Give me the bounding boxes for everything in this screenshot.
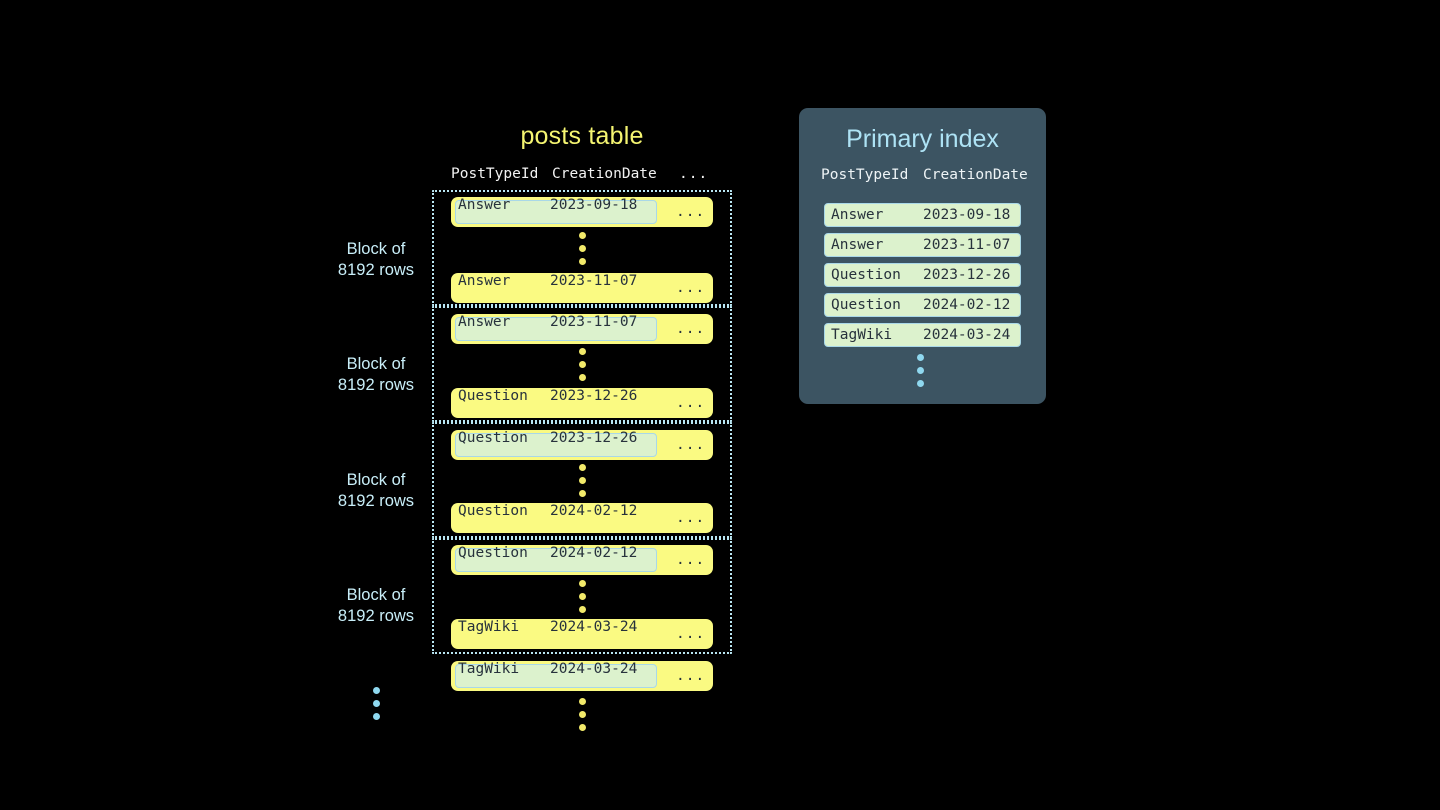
primary-index-title: Primary index <box>846 125 999 153</box>
row-ellipsis-dots <box>576 232 588 265</box>
cell-posttypeid: Question <box>458 545 528 561</box>
table-row: Question 2024-02-12 ... <box>451 545 713 575</box>
block-label-2: Block of 8192 rows <box>311 354 441 396</box>
index-row: Answer 2023-09-18 <box>824 203 1021 227</box>
index-cell-posttypeid: Answer <box>831 237 884 253</box>
cell-posttypeid: Answer <box>458 273 511 289</box>
index-cell-posttypeid: TagWiki <box>831 327 893 343</box>
cell-posttypeid: Question <box>458 503 528 519</box>
index-cell-creationdate: 2023-12-26 <box>923 267 1011 283</box>
index-cell-creationdate: 2023-11-07 <box>923 237 1011 253</box>
block-trailing-ellipsis-dots <box>370 687 382 720</box>
table-row: TagWiki 2024-03-24 ... <box>451 661 713 691</box>
cell-posttypeid: TagWiki <box>458 661 520 677</box>
cell-more: ... <box>676 280 706 296</box>
row-ellipsis-dots <box>576 464 588 497</box>
block-label-1-line1: Block of <box>346 240 406 258</box>
cell-more: ... <box>676 204 706 220</box>
block-label-3: Block of 8192 rows <box>311 470 441 512</box>
table-trailing-ellipsis-dots <box>576 698 588 731</box>
cell-creationdate: 2023-11-07 <box>550 314 638 330</box>
block-label-4: Block of 8192 rows <box>311 585 441 627</box>
cell-more: ... <box>676 552 706 568</box>
cell-creationdate: 2023-11-07 <box>550 273 638 289</box>
index-cell-creationdate: 2024-03-24 <box>923 327 1011 343</box>
table-row: Question 2023-12-26 ... <box>451 388 713 418</box>
cell-creationdate: 2024-03-24 <box>550 619 638 635</box>
cell-more: ... <box>676 437 706 453</box>
index-row: Question 2023-12-26 <box>824 263 1021 287</box>
block-rect-3 <box>432 422 732 538</box>
block-label-3-line1: Block of <box>346 471 406 489</box>
cell-creationdate: 2023-09-18 <box>550 197 638 213</box>
row-highlight-box <box>455 200 657 224</box>
block-rect-2 <box>432 306 732 422</box>
table-row: Question 2023-12-26 ... <box>451 430 713 460</box>
column-header-creationdate: CreationDate <box>552 166 657 182</box>
row-ellipsis-dots <box>576 348 588 381</box>
table-row: Answer 2023-09-18 ... <box>451 197 713 227</box>
block-label-1-line2: 8192 rows <box>337 261 415 279</box>
index-cell-posttypeid: Question <box>831 297 901 313</box>
cell-creationdate: 2023-12-26 <box>550 430 638 446</box>
table-row: TagWiki 2024-03-24 ... <box>451 619 713 649</box>
row-highlight-box <box>455 433 657 457</box>
table-row: Answer 2023-11-07 ... <box>451 314 713 344</box>
index-column-header-creationdate: CreationDate <box>923 167 1028 183</box>
row-highlight-box <box>455 548 657 572</box>
cell-more: ... <box>676 668 706 684</box>
column-header-more: ... <box>679 166 709 182</box>
posts-table-title: posts table <box>520 122 644 150</box>
block-label-4-line1: Block of <box>346 586 406 604</box>
cell-creationdate: 2023-12-26 <box>550 388 638 404</box>
row-highlight-box <box>455 317 657 341</box>
block-rect-1 <box>432 190 732 306</box>
cell-more: ... <box>676 626 706 642</box>
cell-posttypeid: Answer <box>458 314 511 330</box>
block-label-2-line1: Block of <box>346 355 406 373</box>
index-row: TagWiki 2024-03-24 <box>824 323 1021 347</box>
row-ellipsis-dots <box>576 580 588 613</box>
posts-table-column-headers: PostTypeId CreationDate ... <box>432 166 732 186</box>
table-row: Question 2024-02-12 ... <box>451 503 713 533</box>
index-row: Question 2024-02-12 <box>824 293 1021 317</box>
row-highlight-box <box>455 664 657 688</box>
cell-creationdate: 2024-03-24 <box>550 661 638 677</box>
cell-creationdate: 2024-02-12 <box>550 545 638 561</box>
cell-more: ... <box>676 395 706 411</box>
cell-more: ... <box>676 321 706 337</box>
primary-index-column-headers: PostTypeId CreationDate <box>799 167 1046 187</box>
primary-index-panel: Primary index PostTypeId CreationDate An… <box>799 108 1046 404</box>
index-cell-posttypeid: Answer <box>831 207 884 223</box>
cell-posttypeid: Answer <box>458 197 511 213</box>
cell-posttypeid: Question <box>458 430 528 446</box>
index-cell-posttypeid: Question <box>831 267 901 283</box>
block-rect-4 <box>432 538 732 654</box>
cell-more: ... <box>676 510 706 526</box>
block-label-4-line2: 8192 rows <box>337 607 415 625</box>
index-row: Answer 2023-11-07 <box>824 233 1021 257</box>
block-label-1: Block of 8192 rows <box>311 239 441 281</box>
table-row: Answer 2023-11-07 ... <box>451 273 713 303</box>
block-label-2-line2: 8192 rows <box>337 376 415 394</box>
cell-creationdate: 2024-02-12 <box>550 503 638 519</box>
cell-posttypeid: TagWiki <box>458 619 520 635</box>
index-cell-creationdate: 2024-02-12 <box>923 297 1011 313</box>
column-header-posttypeid: PostTypeId <box>451 166 539 182</box>
index-column-header-posttypeid: PostTypeId <box>821 167 909 183</box>
index-cell-creationdate: 2023-09-18 <box>923 207 1011 223</box>
block-label-3-line2: 8192 rows <box>337 492 415 510</box>
index-ellipsis-dots <box>914 354 926 387</box>
cell-posttypeid: Question <box>458 388 528 404</box>
